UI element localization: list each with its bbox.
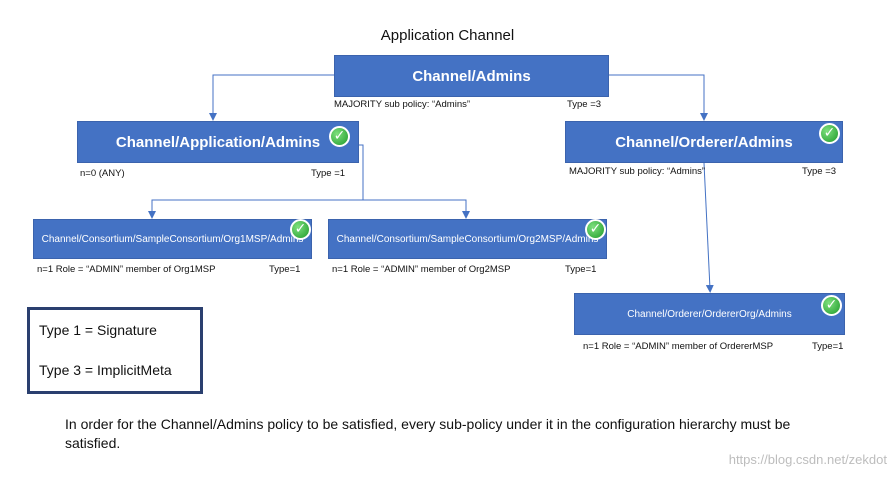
node-label: Channel/Orderer/OrdererOrg/Admins (627, 308, 792, 320)
check-icon: ✓ (290, 219, 311, 240)
node-orderer-admins: Channel/Orderer/Admins (565, 121, 843, 163)
ordererorg-policy: n=1 Role = “ADMIN” member of OrdererMSP (583, 341, 774, 352)
org1-policy: n=1 Role = “ADMIN” member of Org1MSP (37, 264, 216, 275)
org2-policy: n=1 Role = “ADMIN” member of Org2MSP (332, 264, 511, 275)
connector-root-to-application (209, 74, 334, 121)
node-label: Channel/Orderer/Admins (615, 133, 793, 151)
check-icon: ✓ (819, 123, 840, 144)
check-icon: ✓ (585, 219, 606, 240)
node-ordererorg-admins: Channel/Orderer/OrdererOrg/Admins (574, 293, 845, 335)
connector-root-to-orderer (609, 74, 708, 121)
application-type: Type =1 (311, 168, 346, 179)
application-policy: n=0 (ANY) (80, 168, 125, 179)
orderer-policy: MAJORITY sub policy: “Admins” (569, 166, 706, 177)
node-application-admins: Channel/Application/Admins (77, 121, 359, 163)
legend-type3: Type 3 = ImplicitMeta (39, 362, 172, 378)
node-org2-admins: Channel/Consortium/SampleConsortium/Org2… (328, 219, 607, 259)
node-label: Channel/Consortium/SampleConsortium/Org1… (41, 233, 304, 245)
node-label: Channel/Consortium/SampleConsortium/Org2… (336, 233, 599, 245)
org2-type: Type=1 (565, 264, 597, 275)
orderer-type: Type =3 (802, 166, 837, 177)
node-label: Channel/Application/Admins (115, 133, 321, 151)
legend: Type 1 = Signature Type 3 = ImplicitMeta (27, 307, 203, 394)
check-icon: ✓ (821, 295, 842, 316)
check-icon: ✓ (329, 126, 350, 147)
connector-application-to-org2 (363, 199, 470, 219)
node-label: Channel/Admins (412, 67, 531, 85)
legend-type1: Type 1 = Signature (39, 322, 157, 338)
diagram-title: Application Channel (380, 27, 515, 44)
node-org1-admins: Channel/Consortium/SampleConsortium/Org1… (33, 219, 312, 259)
root-type: Type =3 (567, 99, 602, 110)
node-channel-admins: Channel/Admins (334, 55, 609, 97)
root-policy: MAJORITY sub policy: “Admins” (334, 99, 471, 110)
ordererorg-type: Type=1 (812, 341, 844, 352)
watermark: https://blog.csdn.net/zekdot (728, 452, 887, 467)
footer-text: In order for the Channel/Admins policy t… (65, 416, 791, 451)
connector-orderer-to-ordererorg (703, 162, 714, 293)
org1-type: Type=1 (269, 264, 301, 275)
